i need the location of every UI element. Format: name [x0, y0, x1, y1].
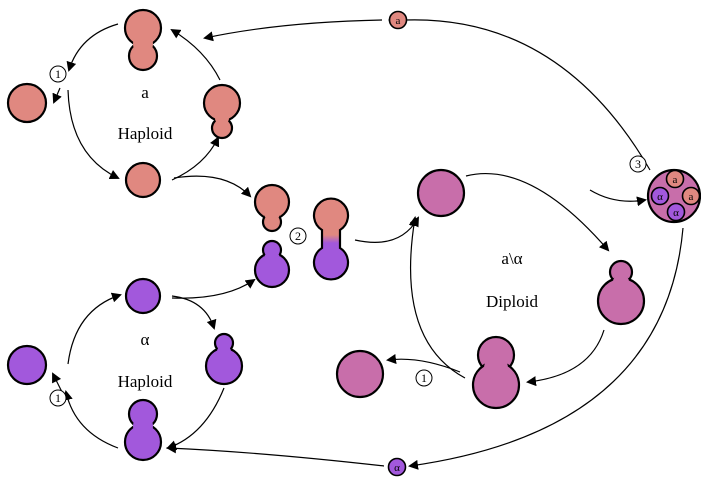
arrow-alpha-release: [52, 372, 63, 393]
svg-text:1: 1: [55, 391, 61, 405]
alpha-cell-shmoo: [253, 239, 291, 289]
arrow-alpha-top-to-bud: [171, 295, 217, 330]
arrow-ascus-to-alpha-spore: [408, 227, 684, 470]
svg-text:a: a: [673, 174, 678, 186]
diploid-mating-type-label: a\α: [501, 249, 522, 268]
a-haploid-cycle: [6, 8, 242, 199]
alpha-haploid-label: Haploid: [118, 372, 173, 391]
arrow-diploid-top-to-bud: [465, 172, 610, 252]
arrow-alpha-spore-to-alpha-cycle: [166, 443, 385, 467]
spore-tetrad-1: a: [665, 169, 685, 189]
arrow-diploid-to-ascus: [589, 189, 647, 207]
step-marker-budding-diploid: 1: [415, 369, 433, 387]
step-marker-budding-a: 1: [49, 65, 67, 83]
arrow-a-bud-to-top: [170, 28, 221, 81]
step-marker-meiosis: 3: [629, 155, 647, 173]
a-cell-bottom: [124, 161, 162, 199]
spore-tetrad-4: α: [666, 202, 686, 222]
zygote: [312, 197, 350, 281]
alpha-cell-top: [124, 277, 162, 315]
svg-text:a: a: [689, 191, 694, 203]
spore-tetrad-2: α: [650, 186, 670, 206]
svg-text:α: α: [394, 462, 400, 474]
arrow-a-spore-to-a-cycle: [203, 19, 383, 42]
diploid-cell-budding-right: [596, 259, 646, 326]
arrow-a-left-to-bottom: [67, 89, 120, 180]
svg-text:3: 3: [635, 157, 641, 171]
svg-text:1: 1: [421, 371, 427, 385]
alpha-haploid-cycle: [6, 277, 244, 462]
alpha-cell-budding-bottom: [123, 398, 163, 462]
arrow-alpha-bottom-to-left: [62, 390, 119, 449]
a-cell-released: [6, 82, 48, 124]
svg-text:α: α: [657, 191, 663, 203]
a-mating-type-label: a: [141, 83, 149, 102]
arrow-alpha-to-mating: [171, 278, 256, 299]
arrow-alpha-left-to-top: [67, 292, 122, 365]
alpha-mating-type-label: α: [141, 330, 150, 349]
diploid-label: Diploid: [486, 292, 538, 311]
ascus-tetrad: a α a α: [646, 168, 701, 224]
step-marker-mating: 2: [289, 227, 307, 245]
arrow-diploid-release: [386, 354, 461, 373]
svg-text:a: a: [396, 15, 401, 27]
spore-alpha: α: [387, 457, 407, 477]
arrow-zygote-to-diploid: [354, 216, 419, 243]
alpha-cell-released: [6, 344, 48, 386]
a-cell-budding-right: [202, 83, 242, 140]
arrow-diploid-bud-to-bottom: [526, 329, 605, 387]
a-cell-shmoo: [253, 183, 291, 233]
diploid-cell-budding-bottom: [471, 335, 521, 410]
step-marker-budding-alpha: 1: [49, 389, 67, 407]
spore-tetrad-3: a: [681, 186, 701, 206]
a-cell-budding-top: [123, 8, 163, 72]
arrow-ascus-to-a-spore-top: [388, 15, 651, 171]
svg-text:1: 1: [55, 67, 61, 81]
spore-a: a: [388, 10, 408, 30]
svg-text:α: α: [673, 207, 679, 219]
arrow-a-release: [52, 87, 62, 104]
arrow-a-top-to-left: [66, 23, 119, 72]
arrow-a-bottom-to-bud: [171, 136, 220, 181]
arrow-a-to-mating: [173, 175, 252, 198]
diploid-cell-released: [335, 349, 385, 399]
svg-text:2: 2: [295, 229, 301, 243]
diploid-cell-top: [416, 168, 466, 218]
arrow-diploid-bottom-to-top: [408, 216, 466, 379]
a-haploid-label: Haploid: [118, 124, 173, 143]
cycle-arrows: [52, 15, 684, 470]
alpha-cell-budding-right: [204, 332, 244, 386]
arrow-alpha-bud-to-bottom: [166, 387, 225, 451]
mating-stage: [253, 183, 350, 289]
diploid-cycle: [335, 168, 646, 410]
